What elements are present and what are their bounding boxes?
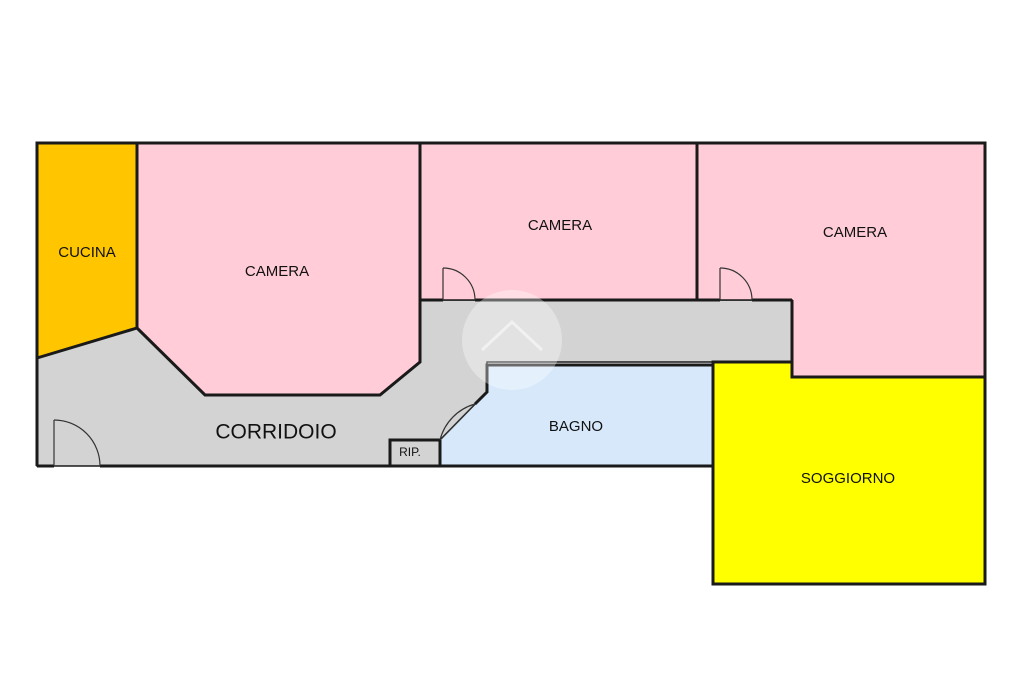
label-corridoio: CORRIDOIO [215, 421, 336, 444]
wall-camera3-soggiorno [790, 300, 985, 379]
wall-cucina-corridoio [36, 326, 138, 360]
wall-bagno-top [473, 363, 713, 406]
label-ripostiglio: RIP. [399, 445, 421, 459]
door-camera-2 [442, 267, 476, 301]
label-camera-1: CAMERA [245, 263, 309, 280]
wall-camera1-corridoio [135, 143, 422, 397]
label-camera-2: CAMERA [528, 217, 592, 234]
watermark-logo-icon [462, 290, 562, 390]
label-cucina: CUCINA [58, 244, 116, 261]
wall-ripostiglio [388, 438, 440, 466]
door-camera-3 [719, 267, 753, 301]
label-bagno: BAGNO [549, 418, 603, 435]
wall-bagno-corridoio [711, 360, 792, 466]
door-ingresso [53, 419, 101, 467]
label-camera-3: CAMERA [823, 224, 887, 241]
label-soggiorno: SOGGIORNO [801, 470, 895, 487]
door-bagno [439, 403, 476, 441]
